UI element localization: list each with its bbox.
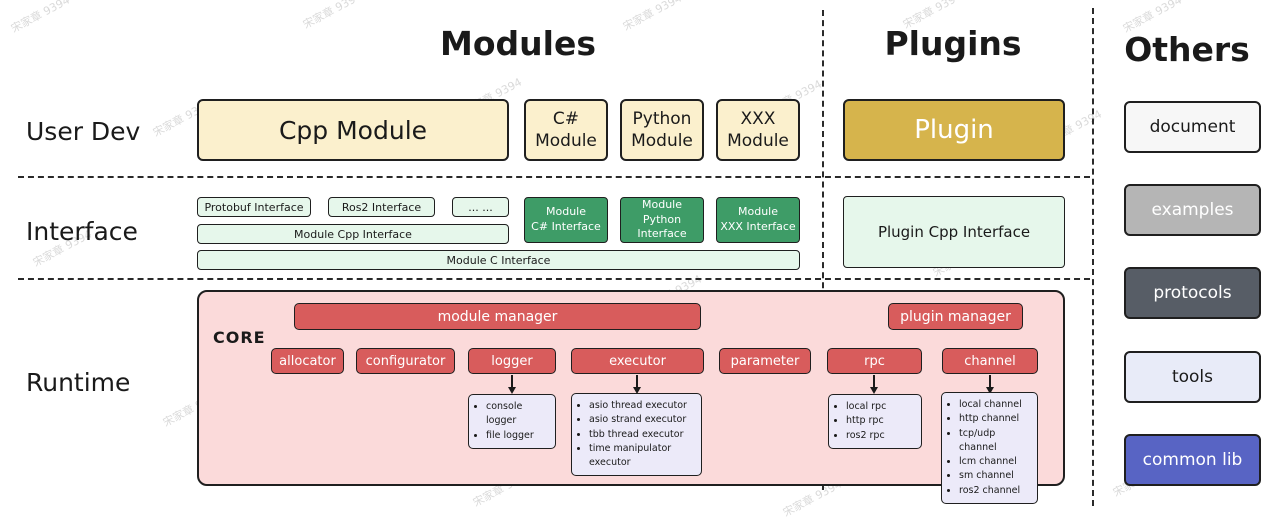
module-xxx-interface-box: Module XXX Interface [716,197,800,243]
module-csharp-interface-box: Module C# Interface [524,197,608,243]
allocator-box: allocator [271,348,344,374]
configurator-box: configurator [356,348,455,374]
ros2-interface-box: Ros2 Interface [328,197,435,217]
list-item: lcm channel [959,455,1031,469]
plugin-box: Plugin [843,99,1065,161]
plugin-cpp-interface-box: Plugin Cpp Interface [843,196,1065,268]
list-item: tbb thread executor [589,428,695,442]
column-header-plugins: Plugins [884,24,1022,63]
watermark: 宋家章 9394 [300,0,365,32]
row-label-runtime: Runtime [26,368,131,397]
list-item: ros2 channel [959,484,1031,498]
parameter-box: parameter [719,348,811,374]
list-item: local channel [959,398,1031,412]
column-header-others: Others [1124,30,1250,69]
list-item: http channel [959,412,1031,426]
module-python-interface-box: Module Python Interface [620,197,704,243]
row-label-interface: Interface [26,217,138,246]
logger-box: logger [468,348,556,374]
list-item: tcp/udp channel [959,427,1031,456]
core-label: CORE [213,328,266,347]
others-examples-box: examples [1124,184,1261,236]
executor-box: executor [571,348,704,374]
module-cpp-interface-box: Module Cpp Interface [197,224,509,244]
python-module-box: Python Module [620,99,704,161]
csharp-module-box: C# Module [524,99,608,161]
arrow-channel-to-impls [986,375,994,394]
list-item: asio thread executor [589,399,695,413]
others-protocols-box: protocols [1124,267,1261,319]
divider-modules-plugins [822,10,824,490]
rpc-box: rpc [827,348,922,374]
list-item: console logger [486,400,549,429]
list-item: asio strand executor [589,413,695,427]
arrow-rpc-to-impls [870,375,878,394]
divider-userdev-interface [18,176,1090,178]
channel-box: channel [942,348,1038,374]
list-item: ros2 rpc [846,429,915,443]
protobuf-interface-box: Protobuf Interface [197,197,311,217]
list-item: sm channel [959,469,1031,483]
list-item: http rpc [846,414,915,428]
channel-impl-list: local channel http channel tcp/udp chann… [941,392,1038,504]
others-document-box: document [1124,101,1261,153]
list-item: time manipulator executor [589,442,695,471]
executor-impl-list: asio thread executor asio strand executo… [571,393,702,477]
arrow-logger-to-impls [508,375,516,394]
divider-plugins-others [1092,8,1094,506]
list-item: local rpc [846,400,915,414]
others-tools-box: tools [1124,351,1261,403]
module-manager-box: module manager [294,303,701,330]
arrow-executor-to-impls [633,375,641,394]
divider-interface-runtime [18,278,1090,280]
cpp-module-box: Cpp Module [197,99,509,161]
column-header-modules: Modules [440,24,596,63]
row-label-user-dev: User Dev [26,117,141,146]
watermark: 宋家章 9394 [8,0,73,36]
others-common-lib-box: common lib [1124,434,1261,486]
rpc-impl-list: local rpc http rpc ros2 rpc [828,394,922,449]
xxx-module-box: XXX Module [716,99,800,161]
logger-impl-list: console logger file logger [468,394,556,449]
module-c-interface-box: Module C Interface [197,250,800,270]
plugin-manager-box: plugin manager [888,303,1023,330]
list-item: file logger [486,429,549,443]
more-interfaces-box: ... ... [452,197,509,217]
